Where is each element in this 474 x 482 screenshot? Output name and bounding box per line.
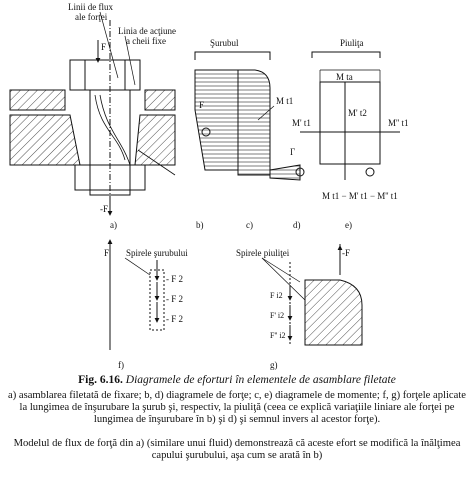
bolt-spires-diagram-f	[107, 239, 165, 350]
figure-title: Diagramele de eforturi în elementele de …	[125, 374, 396, 386]
nut-moment-diagram-e	[300, 69, 400, 180]
moment-Mt1-label: M t1	[276, 96, 293, 106]
gamma-label: Γ	[290, 147, 295, 157]
moment-Mta-label: M ta	[336, 72, 353, 82]
moment-Mt2-label: M' t2	[348, 108, 367, 118]
moment-Mt1-second-label: M'' t1	[388, 118, 409, 128]
figure-caption-note: Modelul de flux de forţă din a) (similar…	[13, 438, 461, 461]
bolt-spires-label: Spirele şurubului	[126, 248, 188, 258]
bolt-force-diagram-b	[194, 69, 239, 171]
F-second-i2-label: F'' i2	[270, 331, 286, 340]
figure-caption-body: a) asamblarea filetată de fixare; b, d) …	[8, 390, 466, 425]
figure-drawing: Linii de flux ale forţei Linia de acţiun…	[9, 2, 409, 370]
moment-relation-label: M t1 − M' t1 − M'' t1	[322, 191, 398, 201]
flux-lines-label-2: ale forţei	[75, 12, 108, 22]
sub-label-d: d)	[293, 220, 301, 230]
moment-Mt1-prime-label: M' t1	[292, 118, 311, 128]
force-F-b: F	[199, 100, 204, 110]
nut-force-diagram-d	[269, 164, 375, 181]
action-line-label: Linia de acţiune	[118, 26, 176, 36]
force-minus-F-a: -F	[100, 204, 108, 214]
minus-F2-2: - F 2	[166, 294, 183, 304]
nut-spires-label: Spirele piuliţei	[236, 248, 290, 258]
bolt-label: Şurubul	[210, 38, 239, 48]
force-minus-F-g: -F	[342, 248, 350, 258]
sub-label-f: f)	[118, 360, 124, 370]
nut-spires-diagram-g	[261, 244, 363, 346]
F-i2-label: F i2	[270, 291, 283, 300]
force-F-f: F	[104, 248, 109, 258]
action-line-label-2: a cheii fixe	[126, 36, 166, 46]
bolt-moment-diagram-c	[237, 69, 271, 176]
sub-label-c: c)	[246, 220, 253, 230]
assembly-drawing-a	[9, 20, 176, 216]
sub-label-b: b)	[196, 220, 204, 230]
F-prime-i2-label: F' i2	[270, 311, 284, 320]
sub-label-a: a)	[110, 220, 117, 230]
sub-label-g: g)	[270, 360, 278, 370]
force-F-top: F	[101, 42, 106, 52]
minus-F2-3: - F 2	[166, 314, 183, 324]
figure-caption-title: Fig. 6.16. Diagramele de eforturi în ele…	[0, 374, 474, 386]
nut-label: Piuliţa	[340, 38, 364, 48]
minus-F2-1: - F 2	[166, 274, 183, 284]
sub-label-e: e)	[345, 220, 352, 230]
flux-lines-label: Linii de flux	[68, 2, 113, 12]
figure-number: Fig. 6.16.	[78, 374, 123, 386]
